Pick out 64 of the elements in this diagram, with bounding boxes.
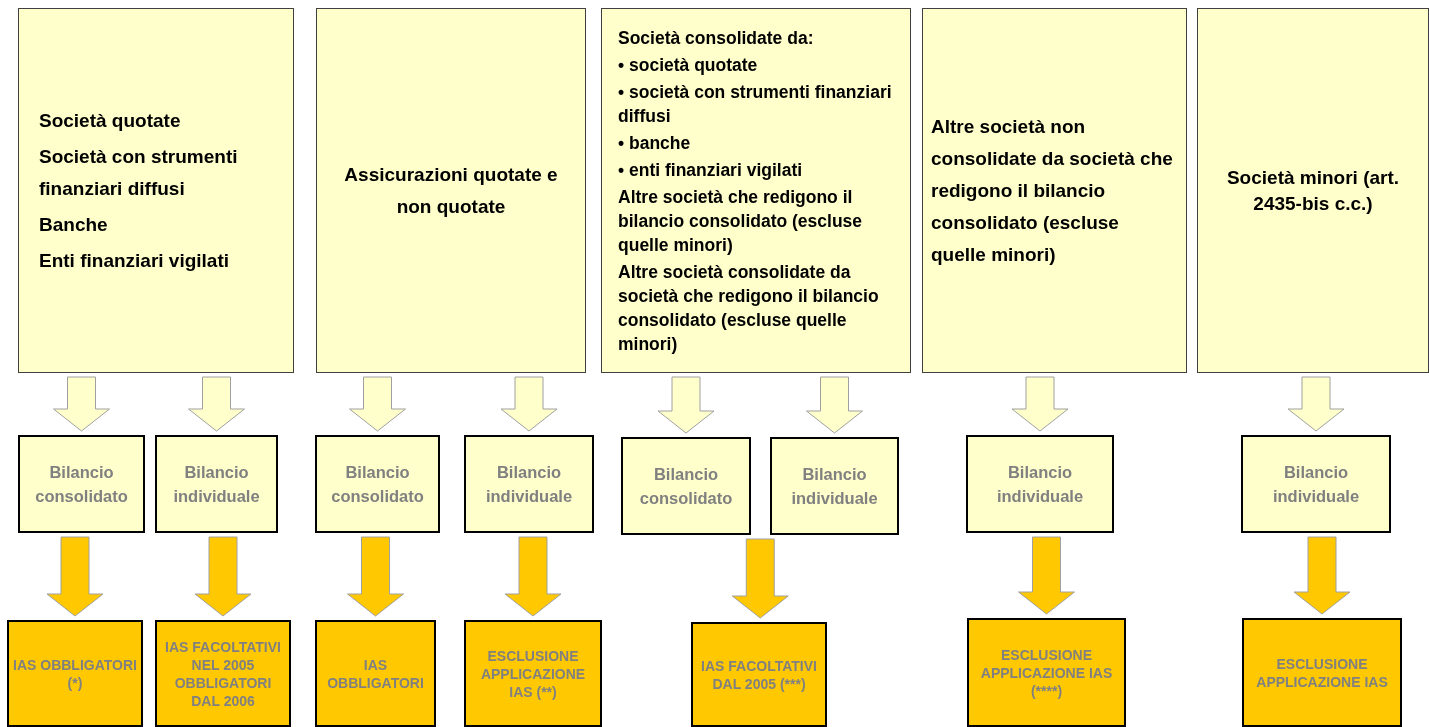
outcome-box — [155, 620, 291, 727]
box-text: IAS FACOLTATIVI NEL 2005 OBBLIGATORI DAL 2006 — [164, 637, 282, 710]
statement-box — [966, 435, 1114, 533]
category-box — [922, 8, 1187, 373]
block-arrow — [1011, 376, 1069, 432]
statement-box — [155, 435, 278, 533]
outcome-box — [464, 620, 602, 727]
outcome-box — [1242, 618, 1402, 727]
statement-box — [621, 437, 751, 535]
statement-box — [770, 437, 899, 535]
box-text: Società consolidate da: — [618, 26, 814, 50]
outcome-box — [315, 620, 436, 727]
box-text: • società con strumenti finanziari diffusi — [618, 80, 893, 128]
box-text: Assicurazioni quotate e non quotate — [343, 162, 559, 219]
box-text: Altre società non consolidate da società che redigono il bilancio consolidato (escluse quelle minori) — [931, 114, 1174, 267]
box-text: ESCLUSIONE APPLICAZIONE IAS (**) — [479, 646, 587, 701]
box-text: Altre società consolidate da società che redigono il bilancio consolidato (escluse quelle minori) — [618, 260, 880, 356]
box-text: IAS OBBLIGATORI — [326, 655, 425, 692]
category-box — [1197, 8, 1429, 373]
box-text: • enti finanziari vigilati — [618, 158, 803, 182]
box-text: Società con strumenti finanziari diffusi — [39, 144, 239, 201]
box-text: Bilancio consolidato — [34, 462, 129, 507]
box-text: Società minori (art. 2435-bis c.c.) — [1225, 165, 1401, 216]
block-arrow — [53, 376, 110, 432]
outcome-box — [967, 618, 1126, 727]
box-text: Società quotate — [39, 108, 181, 133]
box-text: IAS OBBLIGATORI (*) — [13, 655, 137, 692]
block-arrow — [46, 536, 104, 617]
box-text: Bilancio individuale — [790, 464, 879, 509]
box-text: ESCLUSIONE APPLICAZIONE IAS (****) — [979, 645, 1114, 700]
box-text: Banche — [39, 212, 108, 237]
block-arrow — [347, 536, 404, 617]
box-text: • società quotate — [618, 53, 758, 77]
block-arrow — [500, 376, 558, 432]
statement-box — [18, 435, 145, 533]
statement-box — [464, 435, 594, 533]
category-box — [18, 8, 294, 373]
box-text: Bilancio individuale — [172, 462, 261, 507]
box-text: IAS FACOLTATIVI DAL 2005 (***) — [700, 656, 818, 693]
block-arrow — [194, 536, 252, 617]
box-text: Bilancio individuale — [1271, 462, 1361, 507]
category-box — [601, 8, 911, 373]
block-arrow — [1018, 536, 1075, 615]
block-arrow — [657, 376, 715, 434]
statement-box — [315, 435, 440, 533]
outcome-box — [691, 622, 827, 727]
box-text: ESCLUSIONE APPLICAZIONE IAS — [1255, 654, 1389, 691]
block-arrow — [806, 376, 863, 434]
outcome-box — [7, 620, 143, 727]
box-text: Altre società che redigono il bilancio consolidato (escluse quelle minori) — [618, 185, 864, 257]
statement-box — [1241, 435, 1391, 533]
block-arrow — [731, 538, 789, 619]
box-text: Enti finanziari vigilati — [39, 248, 230, 273]
block-arrow — [1287, 376, 1345, 432]
box-text: Bilancio consolidato — [638, 464, 734, 509]
block-arrow — [188, 376, 245, 432]
box-text: Bilancio consolidato — [330, 462, 425, 507]
block-arrow — [1293, 536, 1351, 615]
box-text: Bilancio individuale — [484, 462, 574, 507]
block-arrow — [349, 376, 406, 432]
block-arrow — [504, 536, 562, 617]
category-box — [316, 8, 586, 373]
box-text: • banche — [618, 131, 691, 155]
box-text: Bilancio individuale — [995, 462, 1085, 507]
